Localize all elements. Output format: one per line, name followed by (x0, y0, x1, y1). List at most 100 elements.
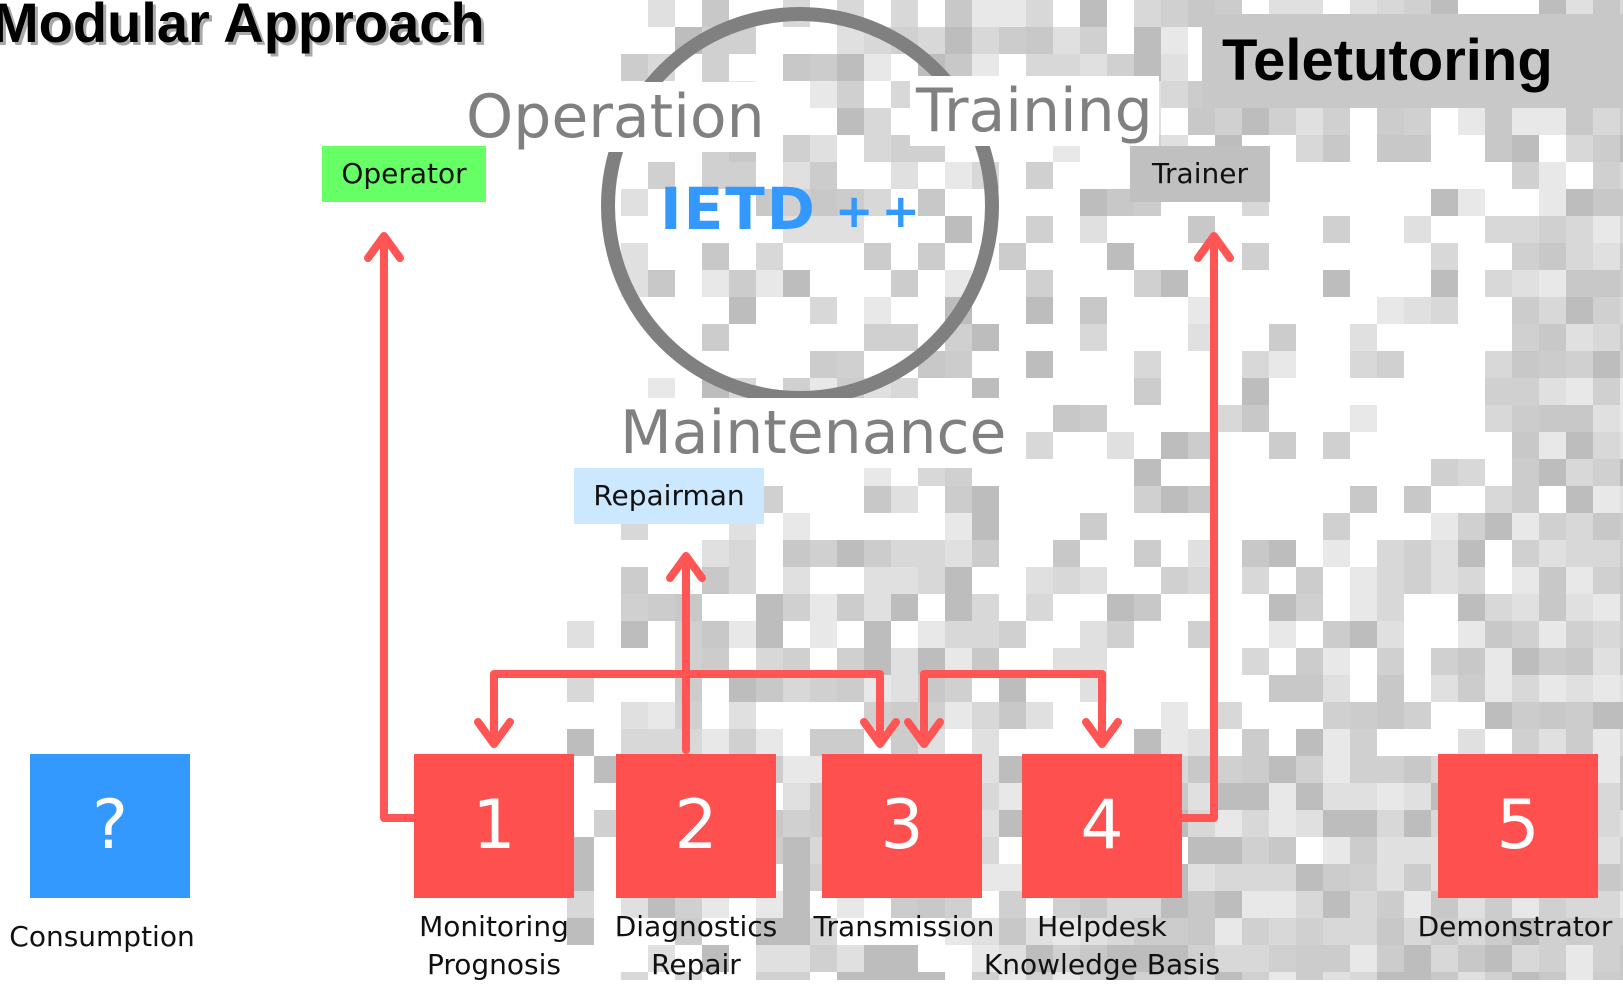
caption-line: Repair (651, 948, 741, 981)
bg-pixel (1539, 162, 1566, 189)
bg-pixel (1539, 378, 1566, 405)
bg-pixel (1242, 351, 1269, 378)
bg-pixel (1323, 864, 1350, 891)
bg-pixel (1161, 945, 1188, 972)
bg-pixel (972, 540, 999, 567)
bg-pixel (810, 540, 837, 567)
bg-pixel (1323, 891, 1350, 918)
bg-pixel (1161, 702, 1188, 729)
bg-pixel (1215, 918, 1242, 945)
bg-pixel (1512, 486, 1539, 513)
bg-pixel (1134, 729, 1161, 756)
bg-pixel (1080, 972, 1107, 980)
bg-pixel (1539, 918, 1566, 945)
bg-pixel (1512, 972, 1539, 980)
bg-pixel (1431, 243, 1458, 270)
bg-pixel (1296, 945, 1323, 972)
bg-pixel (1458, 918, 1485, 945)
bg-pixel (1566, 486, 1593, 513)
bg-pixel (1377, 972, 1404, 980)
bg-pixel (1512, 594, 1539, 621)
bg-pixel (1215, 972, 1242, 980)
bg-pixel (1107, 621, 1134, 648)
bg-pixel (1269, 594, 1296, 621)
bg-pixel (702, 162, 729, 189)
bg-pixel (1053, 972, 1080, 980)
area-maintenance-label: Maintenance (614, 398, 1013, 468)
bg-pixel (1377, 918, 1404, 945)
bg-pixel (1512, 216, 1539, 243)
bg-pixel (1350, 702, 1377, 729)
bg-pixel (1026, 918, 1053, 945)
bg-pixel (810, 729, 837, 756)
bg-pixel (837, 351, 864, 378)
bg-pixel (1161, 918, 1188, 945)
bg-pixel (1296, 135, 1323, 162)
bg-pixel (945, 513, 972, 540)
bg-pixel (999, 0, 1026, 27)
bg-pixel (1620, 702, 1623, 729)
bg-pixel (1620, 783, 1623, 810)
bg-pixel (945, 216, 972, 243)
bg-pixel (1323, 756, 1350, 783)
bg-pixel (972, 0, 999, 27)
bg-pixel (1512, 729, 1539, 756)
bg-pixel (1404, 297, 1431, 324)
bg-pixel (972, 918, 999, 945)
bg-pixel (756, 945, 783, 972)
bg-pixel (1512, 297, 1539, 324)
bg-pixel (1404, 108, 1431, 135)
bg-pixel (1026, 567, 1053, 594)
bg-pixel (1539, 513, 1566, 540)
caption-line: Diagnostics (614, 910, 778, 943)
bg-pixel (1593, 459, 1620, 486)
bg-pixel (864, 324, 891, 351)
bg-pixel (999, 783, 1026, 810)
bg-pixel (1539, 540, 1566, 567)
bg-pixel (864, 486, 891, 513)
bg-pixel (1512, 378, 1539, 405)
bg-pixel (1026, 702, 1053, 729)
bg-pixel (1512, 405, 1539, 432)
bg-pixel (729, 621, 756, 648)
caption-line: Transmission (813, 910, 995, 943)
bg-pixel (1134, 486, 1161, 513)
bg-pixel (864, 594, 891, 621)
bg-pixel (567, 729, 594, 756)
bg-pixel (1242, 891, 1269, 918)
bg-pixel (1134, 378, 1161, 405)
bg-pixel (1242, 810, 1269, 837)
bg-pixel (1431, 918, 1458, 945)
bg-pixel (864, 243, 891, 270)
bg-pixel (1485, 648, 1512, 675)
module-4-box: 4 (1022, 754, 1182, 898)
bg-pixel (702, 567, 729, 594)
bg-pixel (1539, 459, 1566, 486)
bg-pixel (1566, 405, 1593, 432)
connector-3-4 (920, 670, 1106, 746)
bg-pixel (1242, 567, 1269, 594)
bg-pixel (1404, 486, 1431, 513)
bg-pixel (1620, 729, 1623, 756)
bg-pixel (1566, 621, 1593, 648)
bg-pixel (999, 702, 1026, 729)
bg-pixel (1377, 945, 1404, 972)
bg-pixel (1539, 567, 1566, 594)
bg-pixel (1566, 972, 1593, 980)
module-5-caption: Demonstrator (1412, 908, 1618, 946)
bg-pixel (1269, 864, 1296, 891)
bg-pixel (1431, 675, 1458, 702)
bg-pixel (1458, 594, 1485, 621)
bg-pixel (1053, 945, 1080, 972)
bg-pixel (1350, 567, 1377, 594)
bg-pixel (999, 918, 1026, 945)
bg-pixel (891, 270, 918, 297)
bg-pixel (1053, 918, 1080, 945)
bg-pixel (1026, 27, 1053, 54)
bg-pixel (1215, 702, 1242, 729)
bg-pixel (1161, 729, 1188, 756)
bg-pixel (810, 216, 837, 243)
bg-pixel (1593, 216, 1620, 243)
bg-pixel (1512, 324, 1539, 351)
bg-pixel (1026, 945, 1053, 972)
